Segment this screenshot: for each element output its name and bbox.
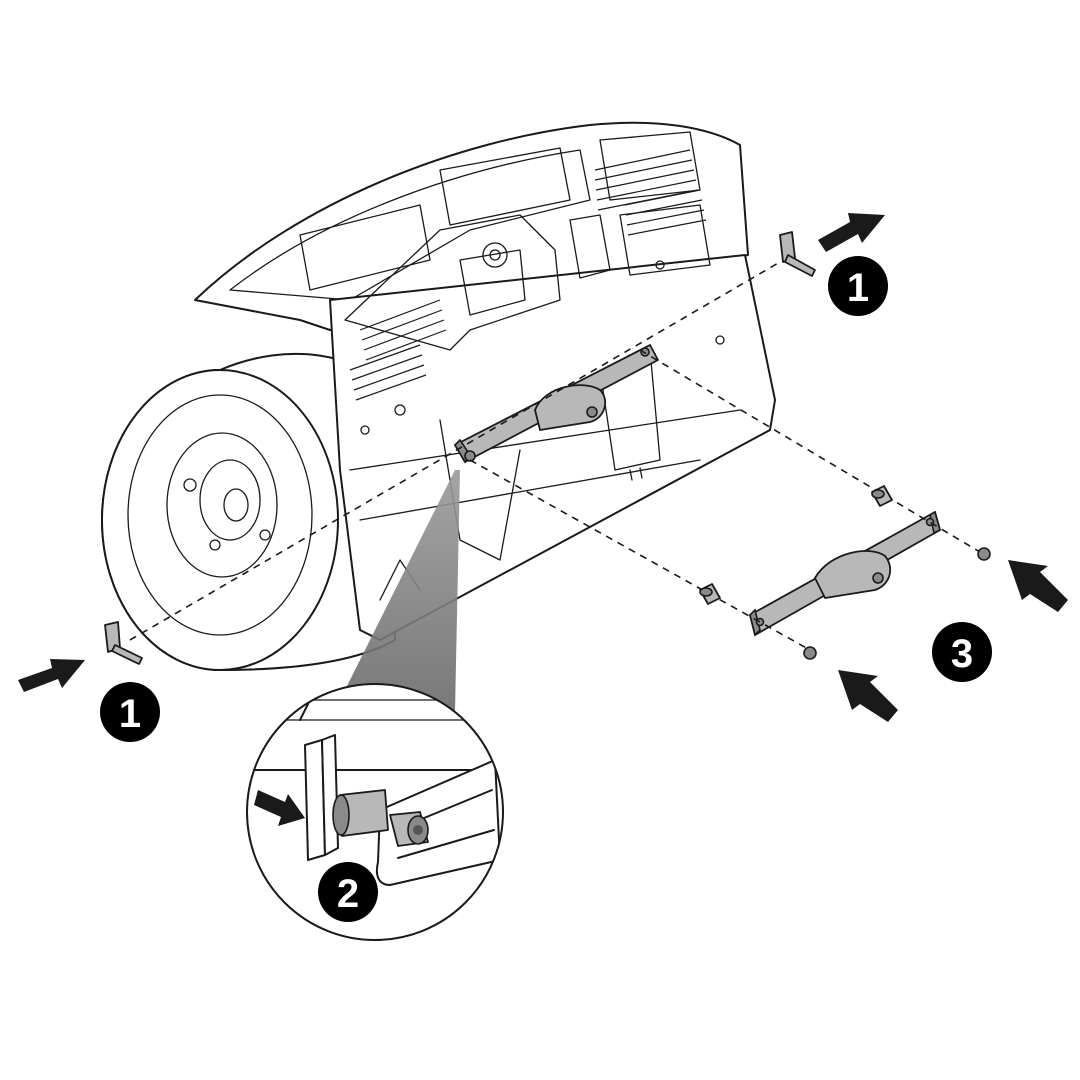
callout-label: 1 bbox=[847, 266, 869, 310]
alignment-lines bbox=[129, 261, 986, 651]
vent-grille-top bbox=[594, 149, 707, 236]
nut-right bbox=[977, 547, 991, 561]
mounted-bracket bbox=[453, 344, 659, 464]
callout-badge-1-left: 1 bbox=[100, 682, 160, 742]
callout-badge-3: 3 bbox=[932, 622, 992, 682]
magnifier-beam bbox=[345, 470, 460, 712]
arrow-nut-lower bbox=[838, 670, 898, 722]
loose-bracket bbox=[749, 510, 941, 637]
clip-right bbox=[779, 231, 816, 277]
arrow-clip-right bbox=[818, 213, 885, 252]
callout-badge-2: 2 bbox=[318, 862, 378, 922]
spacer-left bbox=[699, 583, 721, 605]
zoom-detail bbox=[246, 683, 504, 941]
callout-badge-1-right: 1 bbox=[828, 256, 888, 316]
arrow-nut-right bbox=[1008, 560, 1068, 612]
callout-label: 3 bbox=[951, 632, 973, 676]
vent-grille-left bbox=[349, 299, 447, 401]
arrow-clip-left bbox=[18, 659, 85, 692]
spacer-right bbox=[871, 485, 893, 507]
clip-left bbox=[104, 621, 143, 665]
callout-label: 1 bbox=[119, 692, 141, 736]
callout-label: 2 bbox=[337, 872, 359, 916]
nut-lower bbox=[803, 646, 817, 660]
